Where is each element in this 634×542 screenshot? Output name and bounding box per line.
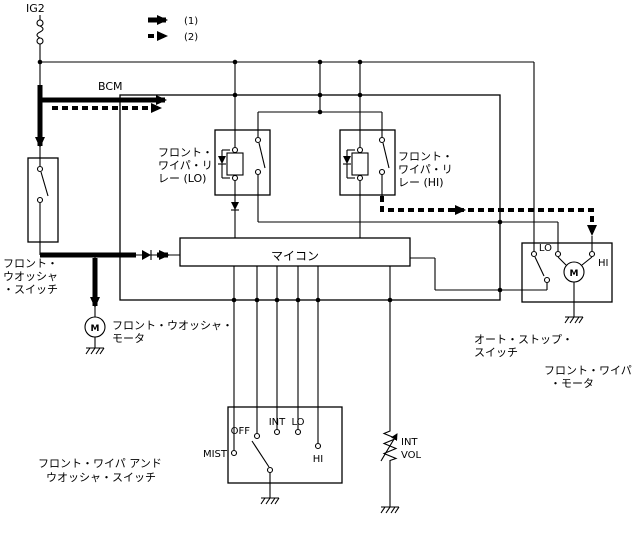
- switch-position-off: OFF: [231, 426, 251, 437]
- diode-relay-hi-icon: [343, 149, 355, 179]
- relay-lo-box: [214, 129, 271, 196]
- ground-icon-combination-switch: [260, 497, 280, 505]
- washer-motor-label-line1: フロント・ウオッシャ・: [112, 319, 233, 332]
- ig2-label: IG2: [26, 2, 45, 15]
- wiper-motor-box: [521, 242, 613, 303]
- washer-switch-label-line2: ウオッシャ: [3, 270, 58, 283]
- legend-flow1-label: (1): [184, 16, 198, 27]
- relay-lo-contact: [258, 142, 266, 169]
- relay-hi-contact: [382, 142, 390, 169]
- wiper-motor-label-line2: ・モータ: [550, 377, 594, 390]
- auto-stop-switch-label-line2: スイッチ: [474, 346, 518, 359]
- washer-motor-label-line2: モータ: [112, 332, 145, 345]
- ground-icon-washer-motor: [85, 347, 105, 355]
- junction-dots: [37, 59, 503, 303]
- microcomputer-label: マイコン: [271, 249, 319, 263]
- relay-lo-label-line1: フロント・: [158, 146, 213, 159]
- relay-lo-label-line3: レー (LO): [158, 172, 206, 185]
- flow-2-dashed-arrows: [52, 103, 597, 236]
- switch-position-hi: HI: [313, 454, 323, 465]
- terminals: [36, 136, 596, 474]
- wiper-motor-lo-label: LO: [539, 243, 552, 254]
- fuse-icon: [36, 19, 44, 45]
- combination-switch-label-line2: ウオッシャ・スイッチ: [46, 471, 156, 484]
- washer-switch-label-line1: フロント・: [3, 257, 58, 270]
- ground-icon-int-vol: [380, 506, 400, 514]
- wiper-motor-icon: M: [563, 261, 585, 283]
- relay-lo-coil: [226, 152, 244, 176]
- washer-switch-box: [27, 157, 59, 243]
- relay-hi-label-line3: レー (HI): [398, 176, 444, 189]
- wiper-motor-hi-label: HI: [598, 258, 608, 269]
- diode-relay-lo-icon: [218, 149, 230, 179]
- bcm-box: [119, 94, 501, 301]
- switch-position-lo: LO: [291, 417, 304, 428]
- legend: (1) (2): [148, 15, 198, 43]
- diode-washer-signal-icon: [142, 250, 152, 260]
- washer-motor-icon: M: [84, 316, 106, 338]
- int-vol-resistor: [380, 428, 398, 462]
- relay-hi-label-line1: フロント・: [398, 150, 453, 163]
- washer-motor-symbol: M: [91, 324, 100, 334]
- combination-switch-box: [227, 406, 343, 484]
- relay-hi-coil: [351, 152, 369, 176]
- wiper-motor-label-line1: フロント・ワイパ: [544, 364, 632, 377]
- washer-switch-label-line3: ・スイッチ: [3, 283, 58, 296]
- relay-hi-box: [339, 129, 396, 196]
- flow-1-solid-arrows: [35, 85, 170, 308]
- int-vol-label-line1: INT: [401, 437, 418, 448]
- switch-position-int: INT: [269, 417, 286, 428]
- diode-lo-drive-icon: [231, 202, 239, 211]
- microcomputer-box: [179, 237, 411, 267]
- wiper-motor-symbol: M: [570, 269, 579, 279]
- int-vol-label-line2: VOL: [401, 450, 422, 461]
- relay-lo-label-line2: ワイパ・リ: [158, 159, 213, 172]
- switch-position-mist: MIST: [203, 449, 228, 460]
- relay-hi-label-line2: ワイパ・リ: [398, 163, 453, 176]
- legend-flow2-label: (2): [184, 32, 198, 43]
- ground-icon-wiper-motor: [564, 316, 584, 324]
- bcm-label: BCM: [98, 80, 123, 93]
- auto-stop-switch-label-line1: オート・ストップ・: [474, 333, 573, 346]
- combination-switch-label-line1: フロント・ワイパ アンド: [38, 457, 162, 470]
